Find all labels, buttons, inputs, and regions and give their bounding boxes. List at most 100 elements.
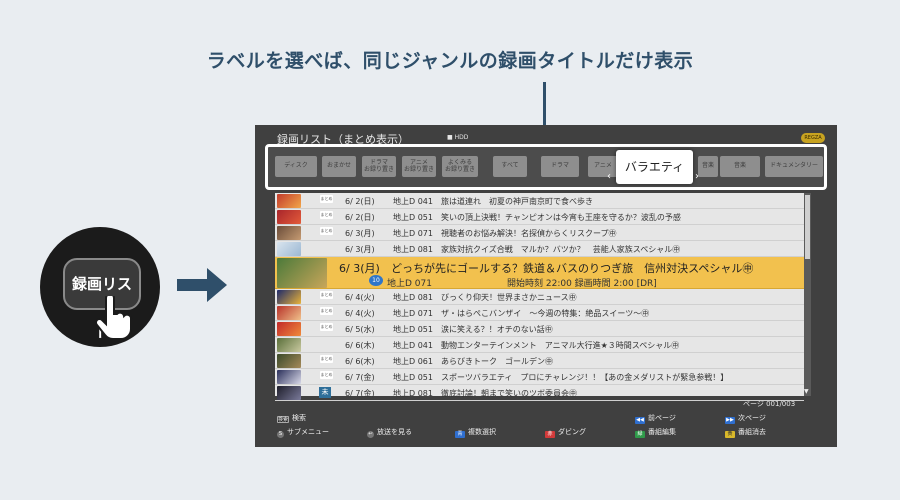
next-key-icon: ▶▶ <box>725 417 735 424</box>
watch-guide-label: 放送を見る <box>377 428 412 436</box>
row-date: 6/ 7(金) <box>345 373 375 382</box>
search-guide[interactable]: 検索検索 <box>277 413 306 423</box>
list-item[interactable]: まとめ 6/ 3(月) 地上D 071 視聴者のお悩み解決！名探偵からくリスクー… <box>275 225 804 241</box>
list-item[interactable]: まとめ 6/ 2(日) 地上D 051 笑いの頂上決戦！チャンピオンは今宵も王座… <box>275 209 804 225</box>
row-title: 動物エンターテインメント アニマル大行進★３時間スペシャル㊥ <box>441 341 680 350</box>
list-item[interactable]: まとめ 6/ 4(火) 地上D 071 ザ・はらぺこバンザイ ～今週の特集：絶品… <box>275 305 804 321</box>
row-channel: 地上D 041 <box>393 197 433 206</box>
page-indicator: ページ 001/003 <box>743 400 796 408</box>
prev-page-label: 前ページ <box>648 414 676 422</box>
thumbnail <box>277 194 301 208</box>
thumbnail <box>277 290 301 304</box>
scroll-thumb[interactable] <box>805 195 810 259</box>
unwatched-badge: 未 <box>319 387 331 398</box>
callout-line <box>543 82 546 144</box>
list-item[interactable]: まとめ 6/ 5(水) 地上D 051 涙に笑える？！オチのない話㊥ <box>275 321 804 337</box>
caption: ラベルを選べば、同じジャンルの録画タイトルだけ表示 <box>206 50 694 72</box>
label-tab-selected[interactable]: バラエティ <box>616 150 693 184</box>
group-badge: まとめ <box>320 211 333 219</box>
blue-key-icon: 青 <box>455 431 465 438</box>
row-title: どっちが先にゴールする？鉄道＆バスのりつぎ旅 信州対決スペシャル㊥ <box>391 262 754 275</box>
label-tab[interactable]: おまかせ <box>322 156 356 177</box>
thumbnail <box>277 258 327 288</box>
row-channel: 地上D 041 <box>393 341 433 350</box>
label-bar: ディスク おまかせ ドラマ お録り置き アニメ お録り置き よくみる お録り置き… <box>265 144 827 190</box>
row-title: 笑いの頂上決戦！チャンピオンは今宵も王座を守るか？波乱の予感 <box>441 213 681 222</box>
prev-key-icon: ◀◀ <box>635 417 645 424</box>
prev-page-guide[interactable]: ◀◀前ページ <box>635 413 676 424</box>
row-channel: 地上D 071 <box>393 229 433 238</box>
row-title: 視聴者のお悩み解決！名探偵からくリスクープ㊥ <box>441 229 617 238</box>
row-date: 6/ 2(日) <box>345 213 375 222</box>
edit-guide[interactable]: 緑番組編集 <box>635 427 676 438</box>
label-tab[interactable]: すべて <box>493 156 527 177</box>
row-detail: 開始時刻 22:00 録画時間 2:00 [DR] <box>507 279 657 289</box>
row-date: 6/ 7(金) <box>345 389 375 398</box>
row-title: ザ・はらぺこバンザイ ～今週の特集：絶品スイーツ～㊥ <box>441 309 650 318</box>
list-item[interactable]: 6/ 3(月) 地上D 081 家族対抗クイズ合戦 マルか？バツか？ 芸能人家族… <box>275 241 804 257</box>
thumbnail <box>277 210 301 224</box>
label-tab[interactable]: 音楽 <box>720 156 760 177</box>
multi-select-guide[interactable]: 青複数選択 <box>455 427 496 438</box>
search-key-icon: 検索 <box>277 416 289 423</box>
thumbnail <box>277 370 301 384</box>
next-page-guide[interactable]: ▶▶次ページ <box>725 413 766 424</box>
hand-pointer-icon <box>94 296 132 340</box>
list-item[interactable]: 未 6/ 7(金) 地上D 081 徹底討論！朝まで笑いのツボ委員会㊥ <box>275 385 804 401</box>
next-page-label: 次ページ <box>738 414 766 422</box>
thumbnail <box>277 338 301 352</box>
row-channel: 地上D 051 <box>393 373 433 382</box>
list-item[interactable]: まとめ 6/ 2(日) 地上D 041 旅は道連れ 初夏の神戸南京町で食べ歩き <box>275 193 804 209</box>
label-tab[interactable]: ドラマ お録り置き <box>362 156 396 177</box>
delete-guide[interactable]: 黄番組消去 <box>725 427 766 438</box>
thumbnail <box>277 226 301 240</box>
row-date: 6/ 2(日) <box>345 197 375 206</box>
group-badge: まとめ <box>320 291 333 299</box>
row-date: 6/ 6(木) <box>345 357 375 366</box>
green-key-icon: 緑 <box>635 431 645 438</box>
label-tab[interactable]: ディスク <box>275 156 317 177</box>
list-item[interactable]: 6/ 6(木) 地上D 041 動物エンターテインメント アニマル大行進★３時間… <box>275 337 804 353</box>
row-title: スポーツバラエティ プロにチャレンジ！！【あの金メダリストが緊急参戦！】 <box>441 373 729 382</box>
label-tab[interactable]: アニメ <box>588 156 618 177</box>
list-item-selected[interactable]: 6/ 3(月) どっちが先にゴールする？鉄道＆バスのりつぎ旅 信州対決スペシャル… <box>275 257 804 289</box>
row-channel: 地上D 061 <box>393 357 433 366</box>
label-tab[interactable]: アニメ お録り置き <box>402 156 436 177</box>
watch-guide[interactable]: ↩放送を見る <box>367 427 412 438</box>
list-scrollbar[interactable]: ▼ <box>804 193 811 396</box>
group-badge: まとめ <box>320 227 333 235</box>
thumbnail <box>277 386 301 400</box>
dubbing-guide[interactable]: 赤ダビング <box>545 427 586 438</box>
label-tab[interactable]: よくみる お録り置き <box>442 156 478 177</box>
row-date: 6/ 3(月) <box>339 262 380 275</box>
thumbnail <box>277 322 301 336</box>
row-date: 6/ 5(水) <box>345 325 375 334</box>
row-title: 家族対抗クイズ合戦 マルか？バツか？ 芸能人家族スペシャル㊥ <box>441 245 681 254</box>
submenu-guide-label: サブメニュー <box>287 428 329 436</box>
list-item[interactable]: まとめ 6/ 6(木) 地上D 061 あらびきトーク ゴールデン㊥ <box>275 353 804 369</box>
chevron-right-icon[interactable]: › <box>695 171 699 182</box>
row-channel: 地上D 081 <box>393 245 433 254</box>
row-date: 6/ 4(火) <box>345 309 375 318</box>
row-channel: 地上D 071 <box>387 279 432 289</box>
group-badge: まとめ <box>320 195 333 203</box>
list-item[interactable]: まとめ 6/ 4(火) 地上D 081 びっくり仰天！世界まさかニュース㊥ <box>275 289 804 305</box>
row-date: 6/ 3(月) <box>345 245 375 254</box>
row-channel: 地上D 081 <box>393 389 433 398</box>
delete-label: 番組消去 <box>738 428 766 436</box>
label-tab[interactable]: ドキュメンタリー <box>765 156 823 177</box>
row-title: 徹底討論！朝まで笑いのツボ委員会㊥ <box>441 389 577 398</box>
chevron-left-icon[interactable]: ‹ <box>607 171 611 182</box>
brand-logo: REGZA <box>801 133 825 143</box>
screen-title: 録画リスト（まとめ表示） <box>277 133 409 146</box>
right-arrow-icon <box>177 268 227 302</box>
list-item[interactable]: まとめ 6/ 7(金) 地上D 051 スポーツバラエティ プロにチャレンジ！！… <box>275 369 804 385</box>
group-badge: まとめ <box>320 323 333 331</box>
thumbnail <box>277 354 301 368</box>
row-channel: 地上D 051 <box>393 213 433 222</box>
storage-status: ■ HDD <box>447 134 469 141</box>
label-tab[interactable]: ドラマ <box>541 156 579 177</box>
label-tab[interactable]: 音楽 <box>698 156 718 177</box>
scroll-down-icon[interactable]: ▼ <box>804 388 809 395</box>
